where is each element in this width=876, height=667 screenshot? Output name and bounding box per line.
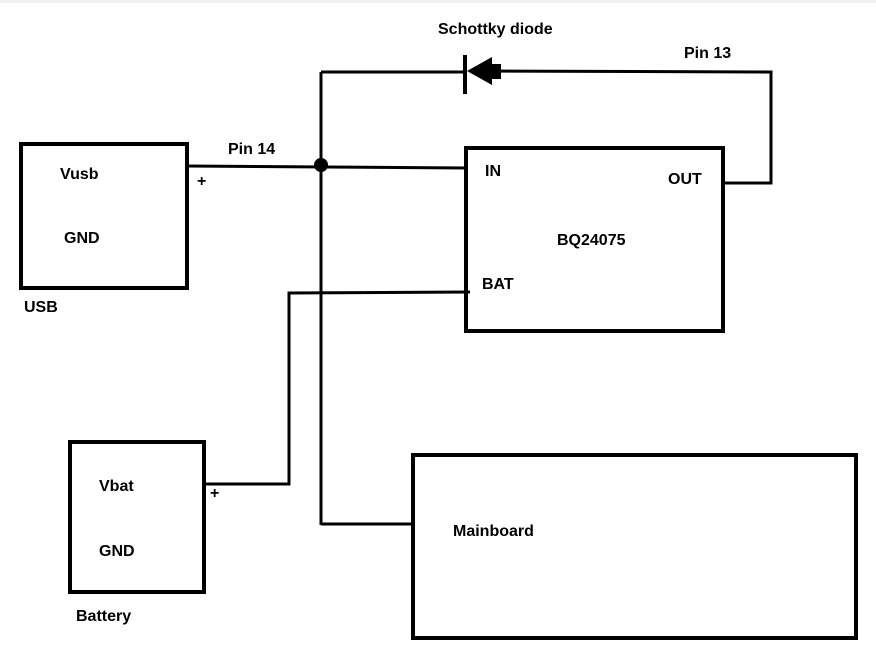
mainboard-label: Mainboard (453, 523, 534, 540)
pin13-label: Pin 13 (684, 45, 731, 62)
bat-vbat-label: Vbat (99, 478, 134, 495)
schottky-diode-symbol (463, 55, 501, 94)
top-strip (0, 0, 876, 3)
usb-gnd-label: GND (64, 230, 100, 247)
wire-bat-to-battery (204, 290, 471, 486)
ic-in-label: IN (485, 163, 501, 180)
wire-out-to-diode (489, 69, 773, 185)
ic-bat-label: BAT (482, 276, 514, 293)
usb-plus-label: + (197, 173, 206, 190)
ic-name-label: BQ24075 (557, 232, 626, 249)
pin14-label: Pin 14 (228, 141, 275, 158)
ic-out-label: OUT (668, 171, 702, 188)
usb-vusb-label: Vusb (60, 166, 99, 183)
usb-box (19, 142, 189, 290)
battery-name-label: Battery (76, 608, 131, 625)
battery-box (68, 440, 206, 594)
bq24075-box (464, 146, 725, 333)
usb-name-label: USB (24, 299, 58, 316)
diode-title-label: Schottky diode (438, 21, 553, 38)
mainboard-box (411, 453, 858, 640)
junction-dot (314, 158, 328, 172)
bat-gnd-label: GND (99, 543, 135, 560)
bat-plus-label: + (210, 485, 219, 502)
